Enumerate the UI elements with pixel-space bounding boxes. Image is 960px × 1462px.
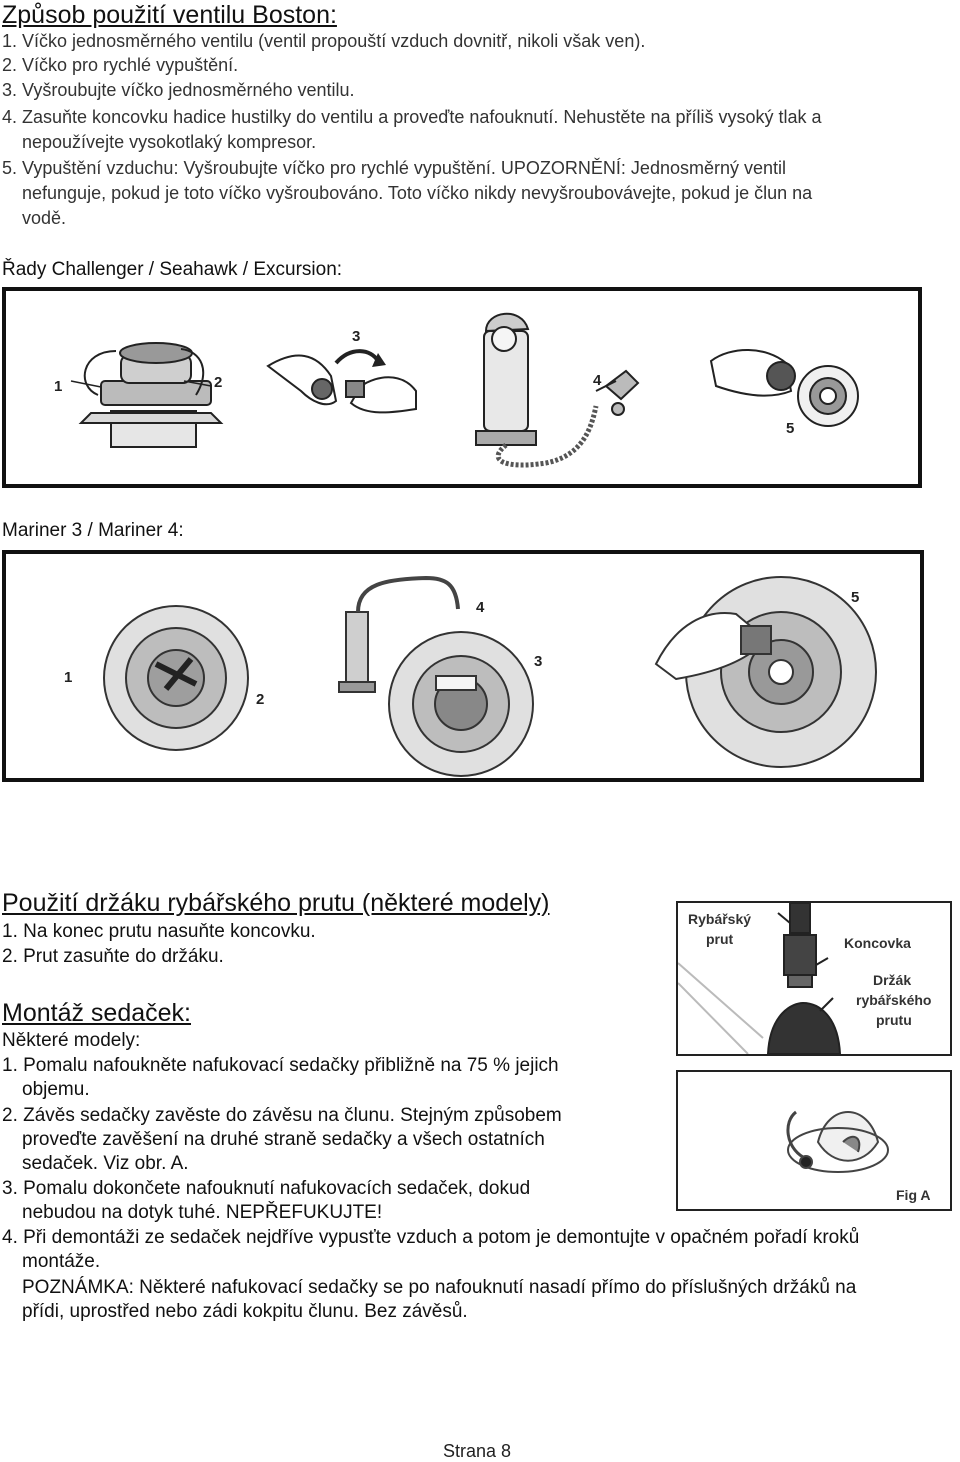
- boston-title: Způsob použití ventilu Boston:: [2, 1, 337, 29]
- mariner-label-3: 3: [534, 653, 542, 670]
- seats-line-2b: proveďte zavěšení na druhé straně sedačk…: [22, 1129, 545, 1150]
- seats-line-3: 3. Pomalu dokončete nafouknutí nafukovac…: [2, 1178, 531, 1199]
- rod-label-holder-3: prutu: [876, 1012, 912, 1028]
- fig-a: Fig A: [676, 1070, 952, 1211]
- challenger-label-4: 4: [593, 372, 602, 389]
- challenger-heading: Řady Challenger / Seahawk / Excursion:: [2, 259, 343, 280]
- rod-label-rod-2: prut: [706, 931, 734, 947]
- rod-holder-illustration: Rybářský prut Koncovka Držák rybářského …: [678, 903, 931, 1054]
- mariner-label-1: 1: [64, 669, 72, 686]
- challenger-label-1: 1: [54, 378, 62, 395]
- seats-title: Montáž sedaček:: [2, 999, 191, 1027]
- rod-title: Použití držáku rybářského prutu (některé…: [2, 889, 550, 917]
- challenger-label-5: 5: [786, 420, 794, 437]
- rod-label-holder-2: rybářského: [856, 992, 931, 1008]
- seats-line-1: 1. Pomalu nafoukněte nafukovací sedačky …: [2, 1055, 559, 1076]
- seats-note-b: přídi, uprostřed nebo zádi kokpitu člunu…: [22, 1301, 468, 1322]
- mariner-label-5: 5: [851, 589, 859, 606]
- seats-line-1b: objemu.: [22, 1079, 90, 1100]
- boston-line-4b: nepoužívejte vysokotlaký kompresor.: [22, 132, 317, 152]
- rod-label-holder-1: Držák: [873, 972, 911, 988]
- seats-line-2: 2. Závěs sedačky zavěste do závěsu na čl…: [2, 1105, 562, 1126]
- boston-line-5: 5. Vypuštění vzduchu: Vyšroubujte víčko …: [2, 158, 787, 178]
- mariner-heading: Mariner 3 / Mariner 4:: [2, 520, 184, 541]
- boston-line-2: 2. Víčko pro rychlé vypuštění.: [2, 55, 239, 75]
- boston-line-4: 4. Zasuňte koncovku hadice hustilky do v…: [2, 107, 822, 127]
- seats-note: POZNÁMKA: Některé nafukovací sedačky se …: [22, 1277, 857, 1298]
- seats-line-4b: montáže.: [22, 1251, 101, 1272]
- mariner-illustration: 1 2 4 3 5: [64, 575, 877, 777]
- mariner-label-2: 2: [256, 691, 264, 708]
- seats-subtitle: Některé modely:: [2, 1030, 141, 1051]
- rod-label-tip: Koncovka: [844, 935, 911, 951]
- rod-holder-figure: Rybářský prut Koncovka Držák rybářského …: [676, 901, 952, 1056]
- rod-line-1: 1. Na konec prutu nasuňte koncovku.: [2, 921, 316, 942]
- mariner-label-4: 4: [476, 599, 485, 616]
- boston-line-3: 3. Vyšroubujte víčko jednosměrného venti…: [2, 80, 355, 100]
- rod-line-2: 2. Prut zasuňte do držáku.: [2, 946, 224, 967]
- boston-line-1: 1. Víčko jednosměrného ventilu (ventil p…: [2, 31, 646, 51]
- rod-label-rod-1: Rybářský: [688, 911, 751, 927]
- seats-line-3b: nebudou na dotyk tuhé. NEPŘEFUKUJTE!: [22, 1202, 383, 1223]
- seats-line-2c: sedaček. Viz obr. A.: [22, 1153, 189, 1174]
- page-number: Strana 8: [443, 1441, 512, 1461]
- fig-a-illustration: Fig A: [786, 1110, 930, 1203]
- boston-line-5c: vodě.: [22, 208, 67, 228]
- seats-line-4: 4. Při demontáži ze sedaček nejdříve vyp…: [2, 1227, 860, 1248]
- challenger-figure: 1 2 3 4: [2, 287, 922, 488]
- challenger-label-3: 3: [352, 328, 360, 345]
- fig-a-label: Fig A: [896, 1187, 930, 1203]
- mariner-figure: 1 2 4 3 5: [2, 550, 924, 782]
- boston-line-5b: nefunguje, pokud je toto víčko vyšroubov…: [22, 183, 813, 203]
- challenger-label-2: 2: [214, 374, 222, 391]
- challenger-illustration: 1 2 3 4: [54, 312, 859, 468]
